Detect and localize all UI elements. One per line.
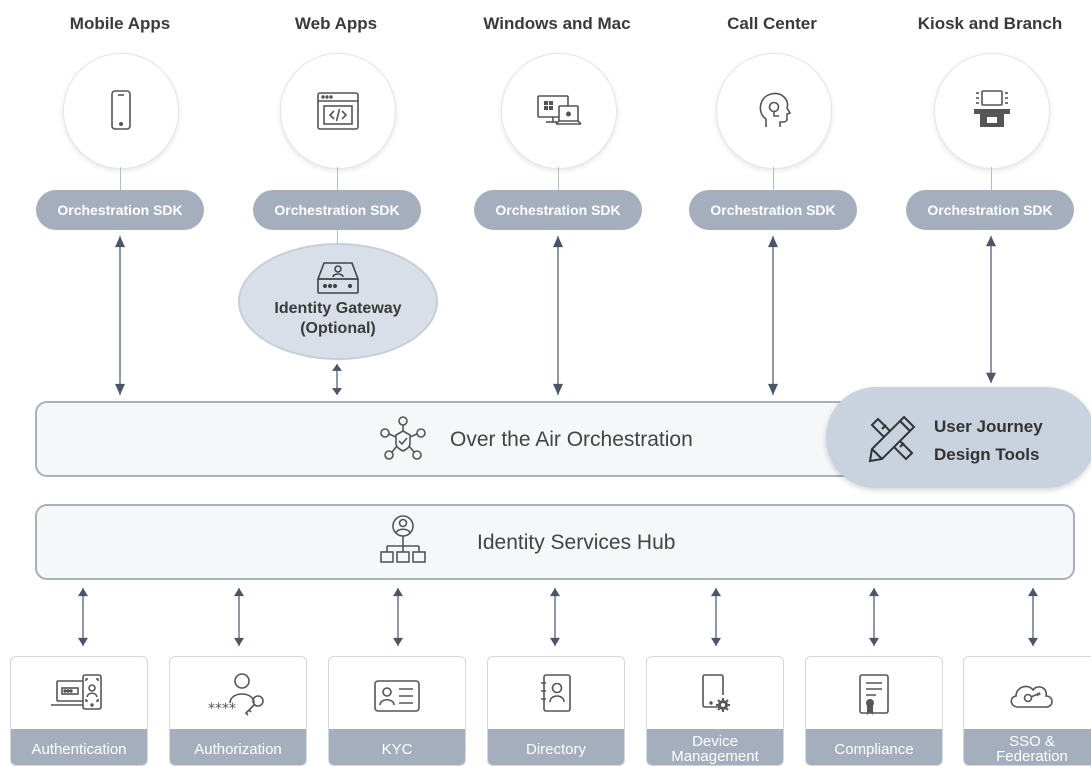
- mobile-channel-circle: [63, 53, 179, 169]
- orchestration-sdk-pill-desktop: Orchestration SDK: [474, 190, 642, 230]
- arrow-mobile-orchestration: [114, 236, 126, 395]
- orchestration-sdk-pill-mobile: Orchestration SDK: [36, 190, 204, 230]
- service-card-compliance: Compliance: [805, 656, 943, 766]
- org-hierarchy-icon: [380, 515, 426, 563]
- design-tools-label: User Journey Design Tools: [934, 413, 1043, 469]
- user-key-icon: ****: [208, 673, 264, 717]
- arrow-hub-authentication: [77, 588, 89, 646]
- channel-title-kiosk: Kiosk and Branch: [917, 14, 1063, 33]
- svg-text:****: ****: [208, 701, 236, 717]
- orchestration-sdk-pill-callcenter: Orchestration SDK: [689, 190, 857, 230]
- service-label-authorization: Authorization: [170, 729, 306, 765]
- headset-agent-icon: [759, 92, 792, 127]
- identity-gateway: Identity Gateway (Optional): [238, 243, 438, 360]
- service-card-sso-federation: SSO &Federation: [963, 656, 1091, 766]
- orchestration-sdk-pill-web: Orchestration SDK: [253, 190, 421, 230]
- biometric-auth-icon: [51, 674, 102, 710]
- service-label-compliance: Compliance: [806, 729, 942, 765]
- channel-title-web: Web Apps: [294, 14, 378, 33]
- arrow-kiosk-orchestration: [985, 236, 997, 383]
- gateway-label-line1: Identity Gateway: [274, 300, 402, 317]
- mobile-phone-icon: [111, 90, 131, 130]
- web-code-icon: [317, 92, 359, 130]
- web-channel-circle: [280, 53, 396, 169]
- service-card-authorization: **** Authorization: [169, 656, 307, 766]
- service-label-sso-federation: SSO &Federation: [964, 729, 1091, 765]
- arrow-hub-directory: [549, 588, 561, 646]
- arrow-desktop-orchestration: [552, 236, 564, 395]
- kiosk-channel-circle: [934, 53, 1050, 169]
- pencil-ruler-icon: [868, 415, 916, 463]
- arrow-gateway-orchestration: [331, 364, 343, 395]
- channel-title-mobile: Mobile Apps: [69, 14, 171, 33]
- arrow-hub-authorization: [233, 588, 245, 646]
- certificate-icon: [859, 674, 889, 715]
- device-gear-icon: [702, 674, 730, 712]
- service-card-kyc: KYC: [328, 656, 466, 766]
- user-journey-design-tools: User Journey Design Tools: [826, 387, 1091, 488]
- hub-label: Identity Services Hub: [477, 531, 676, 554]
- service-label-directory: Directory: [488, 729, 624, 765]
- desktop-laptop-icon: [537, 95, 582, 125]
- design-tools-line1: User Journey: [934, 417, 1043, 436]
- arrow-hub-compliance: [868, 588, 880, 646]
- id-card-icon: [374, 680, 420, 712]
- arrow-hub-device-management: [710, 588, 722, 646]
- arrow-callcenter-orchestration: [767, 236, 779, 395]
- kiosk-icon: [974, 90, 1010, 127]
- gateway-server-icon: [316, 262, 360, 294]
- arrow-hub-kyc: [392, 588, 404, 646]
- network-nodes-icon: [380, 416, 426, 460]
- service-label-authentication: Authentication: [11, 729, 147, 765]
- service-card-authentication: Authentication: [10, 656, 148, 766]
- cloud-key-icon: [1010, 685, 1053, 708]
- desktop-channel-circle: [501, 53, 617, 169]
- service-label-kyc: KYC: [329, 729, 465, 765]
- identity-services-hub-band: Identity Services Hub: [35, 504, 1075, 580]
- channel-title-callcenter: Call Center: [727, 14, 817, 33]
- gateway-label-line2: (Optional): [300, 320, 376, 337]
- orchestration-label: Over the Air Orchestration: [450, 428, 693, 451]
- service-card-directory: Directory: [487, 656, 625, 766]
- arrow-hub-sso: [1027, 588, 1039, 646]
- callcenter-channel-circle: [716, 53, 832, 169]
- design-tools-line2: Design Tools: [934, 445, 1040, 464]
- orchestration-sdk-pill-kiosk: Orchestration SDK: [906, 190, 1074, 230]
- address-book-icon: [541, 674, 571, 712]
- channel-title-desktop: Windows and Mac: [483, 14, 631, 33]
